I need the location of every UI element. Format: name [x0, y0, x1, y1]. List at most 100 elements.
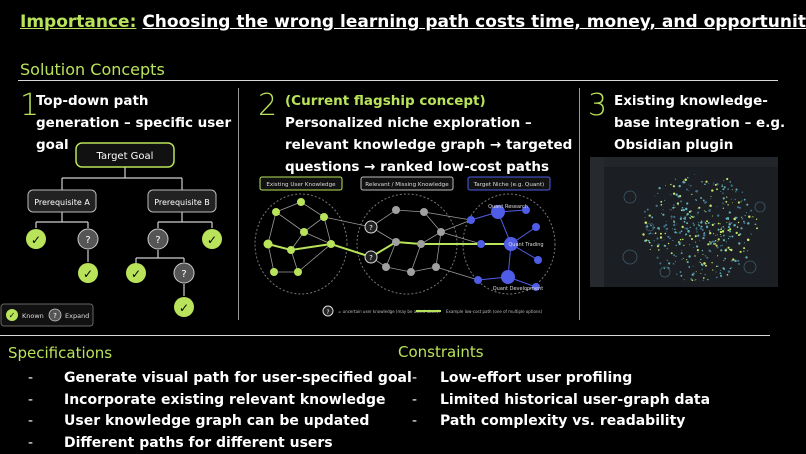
graph-node — [657, 226, 660, 230]
graph-node — [747, 222, 750, 225]
graph-node — [711, 215, 713, 217]
check-node: ✓ — [202, 229, 222, 249]
check-node: ✓ — [126, 263, 146, 283]
graph-node — [681, 207, 684, 209]
graph-node — [708, 183, 710, 185]
graph-node — [699, 240, 701, 242]
graph-node — [711, 189, 714, 192]
graph-node — [681, 225, 684, 229]
graph-node — [682, 257, 684, 259]
graph-node — [659, 262, 662, 265]
graph-node — [756, 227, 758, 230]
graph-node — [735, 222, 737, 224]
graph-node — [648, 241, 651, 244]
graph-node — [720, 233, 722, 235]
graph-node — [722, 239, 726, 242]
knowledge-graph-diagram: Existing User Knowledge Relevant / Missi… — [254, 176, 556, 317]
graph-node — [684, 227, 687, 230]
graph-node — [754, 223, 757, 226]
question-icon: ? — [369, 224, 373, 232]
question-node: ? — [173, 262, 195, 284]
graph-node — [725, 248, 728, 251]
graph-node — [696, 232, 698, 234]
graph-node — [681, 258, 683, 260]
graph-node — [695, 245, 699, 248]
graph-node — [727, 226, 730, 229]
graph-node — [707, 222, 710, 224]
graph-node — [733, 223, 736, 227]
node-quant-trading: Quant Trading — [508, 242, 543, 248]
graph-node — [684, 207, 688, 211]
graph-node — [722, 192, 724, 195]
concept-divider-2 — [579, 88, 580, 320]
check-icon: ✓ — [83, 267, 93, 281]
graph-node — [662, 209, 664, 211]
graph-node — [669, 237, 671, 240]
graph-node — [689, 215, 692, 217]
legend-uncertain-label: = uncertain user knowledge (may be asked… — [338, 309, 440, 314]
graph-node — [651, 216, 654, 219]
graph-node — [678, 242, 681, 246]
concept-2-highlight: (Current flagship concept) — [285, 93, 486, 109]
graph-node — [705, 222, 707, 225]
graph-node — [680, 241, 682, 244]
graph-node — [724, 257, 727, 260]
solution-heading: Solution Concepts — [20, 60, 165, 79]
graph-node — [676, 202, 680, 205]
solution-divider — [18, 80, 778, 81]
graph-node — [727, 229, 730, 232]
graph-node — [743, 198, 746, 201]
graph-node — [648, 232, 651, 235]
graph-node — [685, 234, 687, 236]
graph-node — [724, 228, 726, 230]
graph-node — [645, 239, 648, 242]
graph-node — [679, 194, 682, 197]
graph-node — [711, 262, 713, 264]
check-node: ✓ — [78, 263, 98, 283]
graph-node — [694, 199, 696, 201]
graph-node — [746, 203, 749, 206]
graph-node — [680, 230, 683, 233]
graph-node — [741, 217, 744, 220]
graph-node — [746, 212, 747, 214]
graph-node — [723, 203, 725, 205]
target-goal-box — [75, 142, 175, 168]
graph-node — [671, 228, 673, 230]
graph-node — [730, 198, 732, 200]
graph-node — [666, 228, 669, 230]
graph-node — [664, 199, 666, 201]
graph-node — [715, 271, 717, 273]
graph-node — [726, 196, 728, 198]
graph-node — [703, 233, 706, 237]
graph-node — [691, 273, 694, 276]
graph-node — [731, 202, 733, 204]
graph-node — [720, 236, 722, 238]
graph-node — [684, 218, 686, 220]
graph-node — [730, 248, 733, 252]
graph-node — [728, 211, 731, 214]
concept-1-number: 1 — [20, 88, 40, 123]
graph-node — [722, 226, 725, 228]
graph-node — [717, 238, 720, 241]
graph-node — [712, 240, 716, 243]
graph-node — [704, 202, 706, 204]
graph-node — [715, 276, 718, 279]
graph-node — [712, 184, 714, 186]
graph-node — [737, 234, 740, 237]
graph-node — [650, 244, 653, 247]
graph-node — [695, 279, 697, 281]
obsidian-graph-image — [590, 157, 778, 287]
graph-node — [653, 240, 655, 242]
graph-node — [751, 217, 752, 218]
graph-node — [702, 279, 704, 281]
prereq-a-box — [27, 189, 97, 213]
graph-node — [716, 206, 718, 207]
check-icon: ✓ — [9, 311, 16, 320]
graph-node — [727, 188, 730, 191]
graph-node — [660, 203, 663, 206]
graph-node — [697, 251, 699, 253]
graph-node — [704, 222, 707, 224]
graph-node — [696, 230, 698, 232]
graph-node — [717, 255, 719, 257]
graph-node — [748, 215, 751, 219]
